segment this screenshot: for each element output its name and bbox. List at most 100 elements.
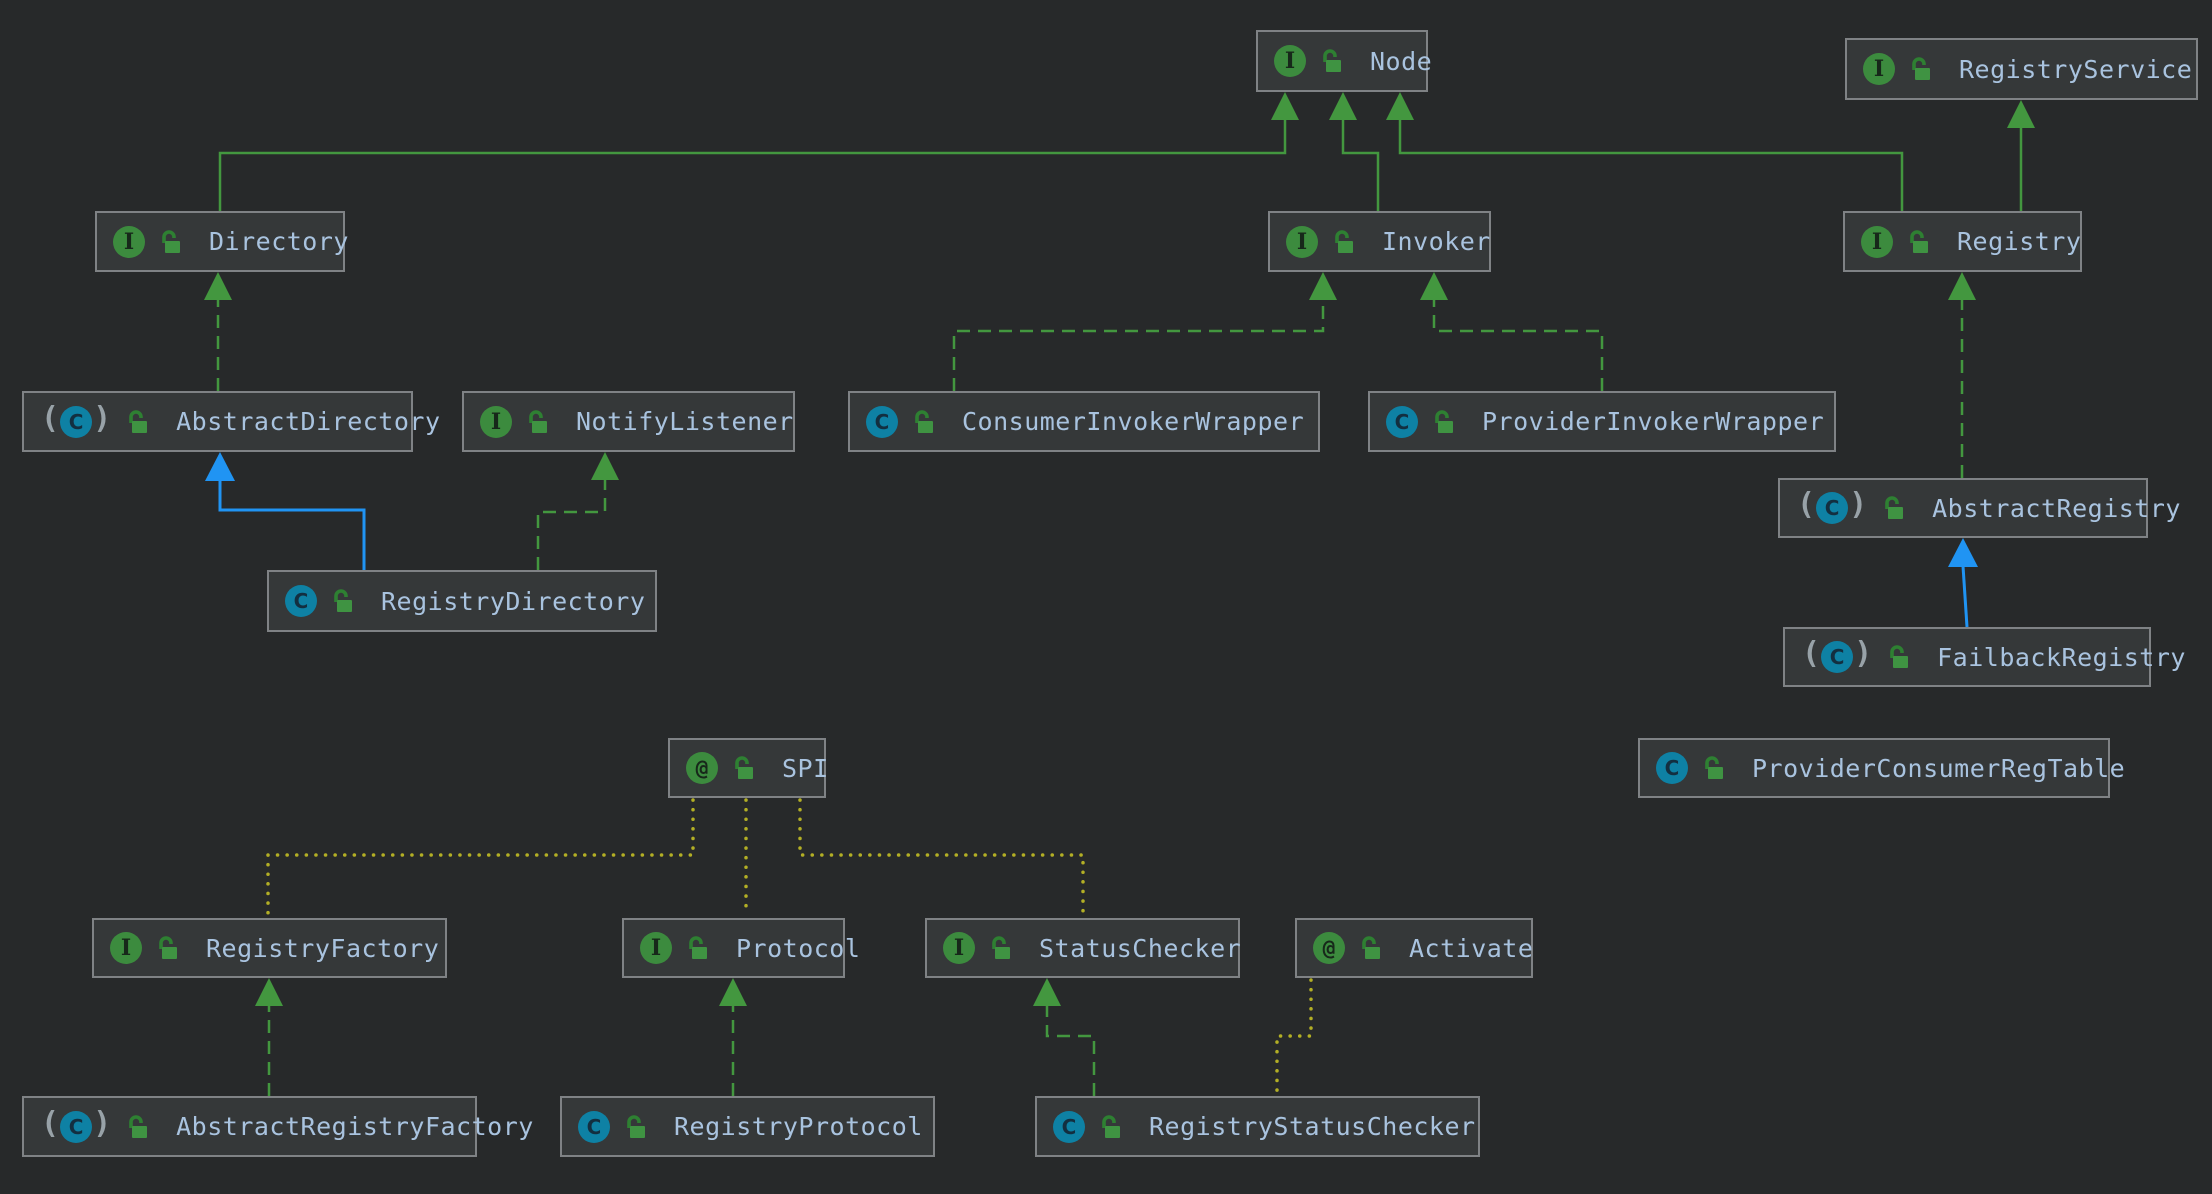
annotation-icon: @ [686, 752, 718, 784]
interface-icon: I [113, 225, 145, 258]
diagram-node-protocol[interactable]: I Protocol [622, 918, 860, 978]
unlocked-padlock-icon [1318, 48, 1344, 74]
abstract-class-icon: C [1796, 492, 1868, 524]
unlocked-padlock-icon [1905, 229, 1931, 255]
edge-spi-annotates-registryfactory [266, 798, 695, 916]
diagram-node-node[interactable]: I Node [1256, 30, 1432, 92]
diagram-node-failback-registry[interactable]: C FailbackRegistry [1783, 627, 2185, 687]
interface-icon: I [640, 932, 672, 964]
unlocked-padlock-icon [910, 409, 936, 435]
class-name-label: RegistryStatusChecker [1149, 1112, 1476, 1141]
class-name-label: SPI [782, 753, 829, 783]
class-name-label: ConsumerInvokerWrapper [962, 407, 1305, 436]
class-icon: C [1386, 405, 1418, 438]
class-name-label: ProviderConsumerRegTable [1752, 753, 2126, 783]
edge-abstractregistry-implements-registry [1948, 272, 1976, 478]
unlocked-padlock-icon [1907, 56, 1933, 82]
class-name-label: RegistryFactory [206, 933, 440, 963]
class-name-label: ProviderInvokerWrapper [1482, 407, 1825, 436]
class-icon: C [285, 585, 317, 617]
interface-icon: I [943, 932, 975, 964]
class-name-label: RegistryService [1959, 54, 2193, 84]
edge-consumerinvokerwrapper-implements-invoker [952, 272, 1337, 391]
unlocked-padlock-icon [987, 935, 1013, 961]
class-name-label: Node [1370, 46, 1433, 76]
edge-providerinvokerwrapper-implements-invoker [1420, 272, 1604, 391]
edge-failbackregistry-extends-abstractregistry [1948, 538, 1978, 628]
annotation-icon: @ [1313, 932, 1345, 964]
diagram-node-registry-factory[interactable]: I RegistryFactory [92, 918, 447, 978]
unlocked-padlock-icon [1880, 495, 1906, 521]
edge-registrydirectory-implements-notifylistener [536, 452, 619, 570]
diagram-node-invoker[interactable]: I Invoker [1268, 211, 1491, 272]
unlocked-padlock-icon [1097, 1114, 1123, 1140]
abstract-class-icon: C [1801, 641, 1873, 673]
interface-icon: I [1274, 45, 1306, 77]
edge-registrydirectory-extends-abstractdirectory [205, 452, 366, 570]
interface-icon: I [1861, 225, 1893, 258]
unlocked-padlock-icon [124, 409, 150, 435]
diagram-node-spi[interactable]: @ SPI [668, 738, 829, 798]
edge-activate-annotates-registrystatuschecker [1275, 978, 1313, 1094]
diagram-node-provider-consumer-reg-table[interactable]: C ProviderConsumerRegTable [1638, 738, 2125, 798]
edge-registryprotocol-implements-protocol [719, 978, 747, 1096]
unlocked-padlock-icon [157, 229, 183, 255]
diagram-node-activate[interactable]: @ Activate [1295, 918, 1533, 978]
unlocked-padlock-icon [730, 755, 756, 781]
class-name-label: Directory [209, 227, 349, 256]
unlocked-padlock-icon [329, 588, 355, 614]
edge-registry-extends-node [1386, 92, 1904, 211]
edge-registrystatuschecker-implements-statuschecker [1033, 978, 1096, 1096]
interface-icon: I [110, 932, 142, 964]
diagram-node-abstract-directory[interactable]: C AbstractDirectory [22, 391, 440, 452]
unlocked-padlock-icon [1430, 409, 1456, 435]
diagram-node-consumer-invoker-wrapper[interactable]: C ConsumerInvokerWrapper [848, 391, 1320, 452]
class-name-label: Registry [1957, 227, 2082, 256]
unlocked-padlock-icon [1330, 229, 1356, 255]
diagram-node-registry-directory[interactable]: C RegistryDirectory [267, 570, 657, 632]
class-icon: C [578, 1110, 610, 1143]
class-icon: C [1053, 1110, 1085, 1143]
unlocked-padlock-icon [684, 935, 710, 961]
diagram-node-provider-invoker-wrapper[interactable]: C ProviderInvokerWrapper [1368, 391, 1836, 452]
interface-icon: I [1863, 53, 1895, 85]
diagram-node-registry-protocol[interactable]: C RegistryProtocol [560, 1096, 935, 1157]
class-name-label: FailbackRegistry [1937, 642, 2186, 672]
unlocked-padlock-icon [524, 409, 550, 435]
diagram-node-registry-service[interactable]: I RegistryService [1845, 38, 2198, 100]
unlocked-padlock-icon [1700, 755, 1726, 781]
class-icon: C [1656, 752, 1688, 784]
class-name-label: Protocol [736, 933, 861, 963]
class-name-label: AbstractRegistryFactory [176, 1112, 534, 1141]
class-name-label: NotifyListener [576, 407, 794, 436]
unlocked-padlock-icon [622, 1114, 648, 1140]
unlocked-padlock-icon [124, 1114, 150, 1140]
edge-invoker-extends-node [1329, 92, 1380, 211]
edge-spi-annotates-statuschecker [798, 798, 1085, 916]
diagram-node-abstract-registry[interactable]: C AbstractRegistry [1778, 478, 2180, 538]
diagram-node-directory[interactable]: I Directory [95, 211, 348, 272]
class-name-label: RegistryProtocol [674, 1112, 923, 1141]
interface-icon: I [480, 405, 512, 438]
diagram-node-notify-listener[interactable]: I NotifyListener [462, 391, 795, 452]
unlocked-padlock-icon [1885, 644, 1911, 670]
class-name-label: StatusChecker [1039, 933, 1242, 963]
class-icon: C [866, 405, 898, 438]
abstract-class-icon: C [40, 1110, 112, 1143]
class-name-label: AbstractRegistry [1932, 493, 2181, 523]
edge-abstractdirectory-implements-directory [204, 272, 232, 391]
class-name-label: Activate [1409, 933, 1534, 963]
interface-icon: I [1286, 225, 1318, 258]
abstract-class-icon: C [40, 405, 112, 438]
diagram-node-registry[interactable]: I Registry [1843, 211, 2082, 272]
edge-registry-extends-registryservice [2007, 100, 2035, 211]
class-name-label: Invoker [1382, 227, 1491, 256]
diagram-node-abstract-registry-factory[interactable]: C AbstractRegistryFactory [22, 1096, 533, 1157]
edge-directory-extends-node [218, 92, 1299, 211]
diagram-node-registry-status-checker[interactable]: C RegistryStatusChecker [1035, 1096, 1480, 1157]
edge-abstractregistryfactory-implements-registryfactory [255, 978, 283, 1096]
unlocked-padlock-icon [1357, 935, 1383, 961]
diagram-node-status-checker[interactable]: I StatusChecker [925, 918, 1242, 978]
